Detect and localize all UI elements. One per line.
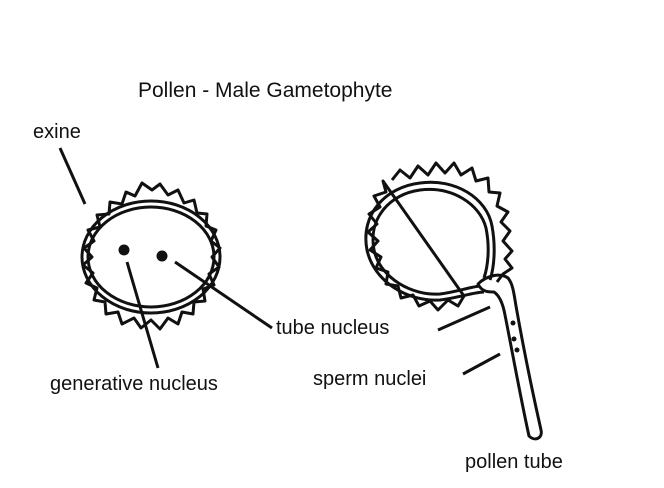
generative-nucleus-dot — [118, 244, 130, 256]
right-grain-inner-wall — [371, 187, 490, 296]
left-grain-outer-wall — [80, 199, 222, 315]
label-generative-nucleus: generative nucleus — [50, 373, 218, 395]
leader-tube-nucleus-left — [174, 260, 273, 330]
label-tube-nucleus: tube nucleus — [276, 317, 390, 339]
label-sperm-nuclei: sperm nuclei — [313, 368, 427, 390]
leader-sperm-nuclei — [462, 352, 501, 376]
leader-tube-nucleus-right — [437, 305, 491, 332]
tube-nucleus-dot-left — [156, 250, 168, 262]
left-grain-exine — [81, 181, 222, 331]
pollen-tube-outline — [476, 273, 543, 441]
right-grain-exine — [366, 161, 514, 312]
right-grain-wall — [364, 180, 496, 302]
label-pollen-tube: pollen tube — [465, 451, 563, 473]
sperm-nucleus-dot-1 — [511, 336, 517, 342]
leader-generative-nucleus — [125, 261, 160, 369]
sperm-nucleus-dot-2 — [514, 347, 520, 353]
label-exine: exine — [33, 121, 81, 143]
left-grain-inner-wall — [86, 205, 216, 309]
leader-exine — [58, 147, 87, 205]
diagram-title: Pollen - Male Gametophyte — [138, 79, 393, 102]
tube-nucleus-dot-right — [510, 320, 516, 326]
